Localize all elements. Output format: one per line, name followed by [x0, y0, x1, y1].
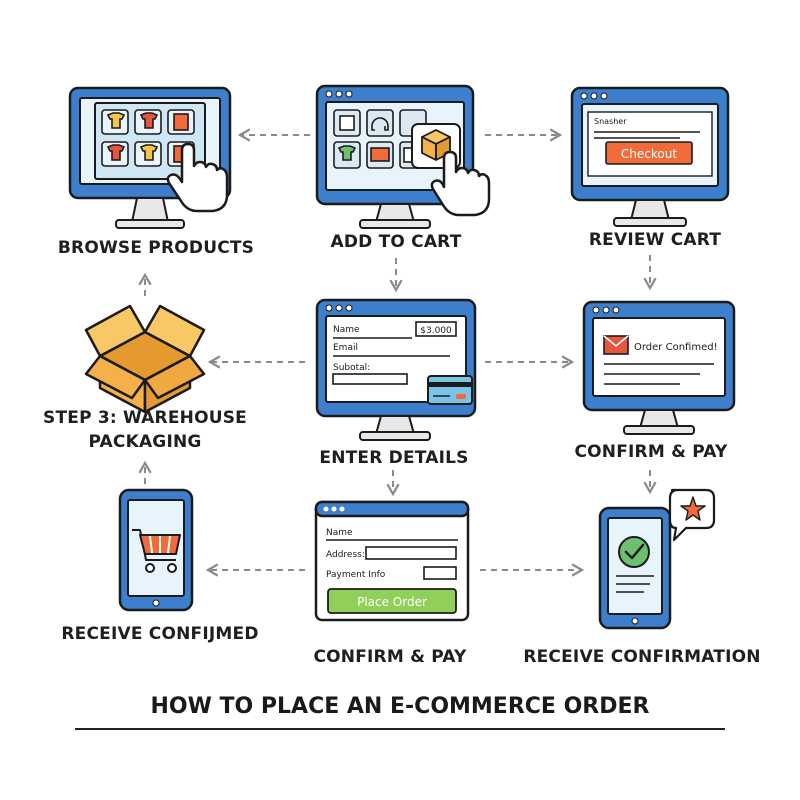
label-receive-confijmed: RECEIVE CONFIJMED: [61, 624, 259, 644]
star-speech-bubble-icon: [668, 488, 716, 542]
label-receive-confirmation: RECEIVE CONFIRMATION: [523, 647, 761, 667]
details-amount: $3.000: [420, 326, 452, 336]
shopping-cart-icon: [132, 529, 181, 573]
review-cart-monitor: Snasher Checkout: [570, 86, 730, 227]
cart-product-tiles: [333, 109, 427, 169]
cart-phone: [118, 488, 194, 612]
envelope-icon: [603, 335, 629, 355]
label-browse-products: BROWSE PRODUCTS: [57, 238, 255, 258]
enter-details-monitor: Name $3.000 Email Subotal:: [315, 298, 477, 441]
credit-card-icon: [427, 375, 473, 405]
label-warehouse-packaging: STEP 3: WAREHOUSE PACKAGING: [43, 408, 247, 452]
label-confirm-pay-right: CONFIRM & PAY: [574, 442, 728, 462]
form-payment-label: Payment Info: [326, 570, 386, 580]
label-review-cart: REVIEW CART: [588, 230, 722, 250]
subtotal-field[interactable]: [332, 373, 408, 385]
pointer-hand-icon: [430, 150, 491, 217]
confirmation-phone: [598, 488, 716, 630]
add-to-cart-monitor: [315, 84, 491, 229]
flow-arrows: [138, 128, 657, 577]
label-add-to-cart: ADD TO CART: [330, 232, 462, 252]
browse-monitor: [68, 86, 232, 229]
form-name-label: Name: [326, 528, 353, 538]
pointer-hand-icon: [166, 142, 229, 213]
payment-field[interactable]: [423, 566, 457, 580]
form-address-label: Address:: [326, 550, 365, 560]
details-subtotal-label: Subotal:: [333, 363, 370, 373]
label-enter-details: ENTER DETAILS: [319, 448, 469, 468]
warehouse-box-icon: [84, 304, 206, 414]
label-confirm-pay-bottom: CONFIRM & PAY: [313, 647, 467, 667]
checkout-label: Checkout: [621, 147, 677, 161]
details-email-label: Email: [333, 343, 358, 353]
place-order-button[interactable]: [327, 588, 457, 614]
address-field[interactable]: [365, 546, 457, 560]
confirm-monitor: Order Confimed!: [582, 300, 736, 435]
product-tiles: [101, 109, 195, 167]
details-name-label: Name: [333, 325, 360, 335]
order-confirmed-text: Order Confimed!: [634, 342, 718, 353]
check-circle-icon: [618, 536, 650, 568]
review-heading: Snasher: [594, 117, 627, 126]
order-form-window: Name Address: Payment Info Place Order: [314, 500, 470, 622]
checkout-button[interactable]: [605, 141, 693, 165]
page-title: HOW TO PLACE AN E-COMMERCE ORDER: [150, 694, 650, 719]
place-order-label: Place Order: [357, 595, 427, 609]
title-underline: [75, 728, 725, 730]
